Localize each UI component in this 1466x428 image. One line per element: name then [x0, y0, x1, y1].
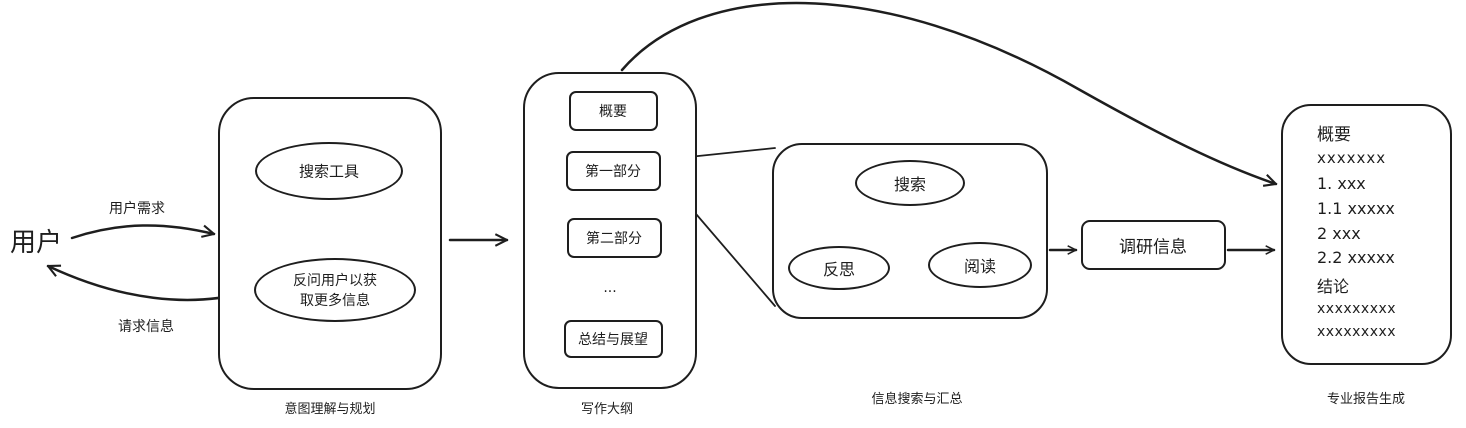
outline-item-summary-label: 概要 [599, 104, 627, 120]
search-tool-node [255, 142, 403, 200]
outline-item-part1-label: 第一部分 [585, 164, 641, 180]
info-box-label: 调研信息 [1119, 237, 1187, 258]
arrow-user-to-intent [70, 224, 214, 240]
clarify-label-line2: 取更多信息 [300, 293, 370, 309]
search-node-label: 搜索 [893, 175, 927, 194]
user-label: 用户 [10, 228, 63, 258]
intent-box [218, 97, 442, 390]
report-line: 结论 [1317, 277, 1350, 296]
outline-item-conclusion [564, 320, 663, 358]
report-line: 2.2 xxxxx [1317, 248, 1395, 267]
research-box [772, 143, 1048, 319]
reflect-node [788, 246, 890, 290]
search-tool-label: 搜索工具 [298, 162, 360, 181]
outline-item-part2 [567, 218, 662, 258]
research-caption: 信息搜索与汇总 [871, 392, 963, 407]
clarify-node [254, 258, 416, 322]
edge-label-ask-info: 请求信息 [118, 319, 174, 335]
search-node [855, 160, 965, 206]
clarify-label-line1: 反问用户以获 [293, 273, 377, 289]
report-line: 2 xxx [1317, 224, 1361, 243]
outline-item-ellipsis: ... [603, 280, 617, 296]
outline-caption: 写作大纲 [580, 402, 634, 417]
report-line: xxxxxxxxx [1317, 301, 1397, 317]
reflect-node-label: 反思 [822, 260, 856, 279]
info-box [1081, 220, 1226, 270]
intent-caption: 意图理解与规划 [284, 402, 376, 417]
outline-item-part2-label: 第二部分 [586, 231, 642, 247]
report-caption: 专业报告生成 [1326, 392, 1406, 407]
read-node-label: 阅读 [963, 257, 997, 276]
outline-item-conclusion-label: 总结与展望 [578, 332, 648, 348]
report-line-title: 概要 [1317, 125, 1351, 145]
report-line: 1. xxx [1317, 174, 1366, 193]
report-line: xxxxxxx [1317, 149, 1387, 167]
read-node [928, 242, 1032, 288]
report-line: 1.1 xxxxx [1317, 199, 1395, 218]
outline-item-summary [569, 91, 658, 131]
arrow-outline-to-report [620, 1, 1276, 184]
outline-item-part1 [566, 151, 661, 191]
report-box [1281, 104, 1452, 365]
edge-label-request: 用户需求 [109, 201, 165, 217]
report-line: xxxxxxxxx [1317, 324, 1397, 340]
